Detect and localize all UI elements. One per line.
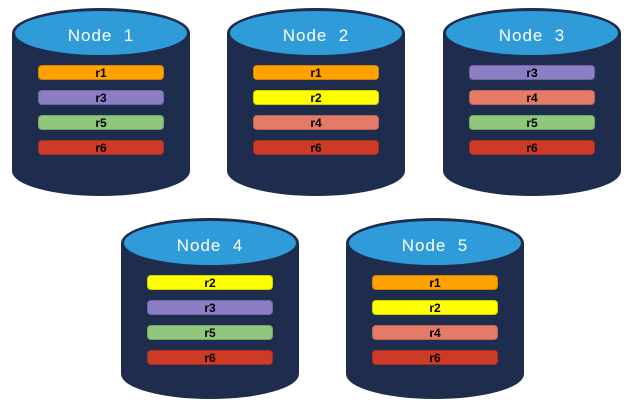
replica-r2-label: r2 xyxy=(204,275,216,290)
replica-r6-label: r6 xyxy=(526,140,538,155)
replica-r6-bar: r6 xyxy=(253,140,379,155)
replica-r3-label: r3 xyxy=(95,90,107,105)
node-1-replica-list: r1 r3 r5 r6 xyxy=(38,65,164,155)
node-5-cylinder: Node 5 r1 r2 r4 r6 xyxy=(346,218,524,399)
replica-r2-bar: r2 xyxy=(147,275,273,290)
replica-r1-label: r1 xyxy=(95,65,107,80)
replica-r5-bar: r5 xyxy=(469,115,595,130)
replica-r1-label: r1 xyxy=(429,275,441,290)
replica-r6-label: r6 xyxy=(429,350,441,365)
replica-r1-bar: r1 xyxy=(372,275,498,290)
node-2-cylinder: Node 2 r1 r2 r4 r6 xyxy=(227,8,405,196)
replica-r1-bar: r1 xyxy=(38,65,164,80)
node-1-title: Node 1 xyxy=(67,25,135,45)
replica-r6-bar: r6 xyxy=(372,350,498,365)
node-4-replica-list: r2 r3 r5 r6 xyxy=(147,275,273,365)
replica-r6-label: r6 xyxy=(95,140,107,155)
node-2-cylinder-top: Node 2 xyxy=(227,8,405,58)
node-1-cylinder: Node 1 r1 r3 r5 r6 xyxy=(12,8,190,196)
replica-r2-bar: r2 xyxy=(372,300,498,315)
replica-r4-bar: r4 xyxy=(253,115,379,130)
node-4-cylinder: Node 4 r2 r3 r5 r6 xyxy=(121,218,299,399)
replica-r6-label: r6 xyxy=(310,140,322,155)
replica-r3-label: r3 xyxy=(204,300,216,315)
node-2-title: Node 2 xyxy=(282,25,350,45)
replica-r6-label: r6 xyxy=(204,350,216,365)
replica-r2-label: r2 xyxy=(429,300,441,315)
replica-r1-bar: r1 xyxy=(253,65,379,80)
replica-r5-label: r5 xyxy=(204,325,216,340)
replica-r5-label: r5 xyxy=(526,115,538,130)
replica-r5-label: r5 xyxy=(95,115,107,130)
replica-r3-label: r3 xyxy=(526,65,538,80)
node-5-title: Node 5 xyxy=(401,235,469,255)
node-3-cylinder: Node 3 r3 r4 r5 r6 xyxy=(443,8,621,196)
node-4-title: Node 4 xyxy=(176,235,244,255)
replica-r3-bar: r3 xyxy=(38,90,164,105)
replica-r6-bar: r6 xyxy=(469,140,595,155)
replica-r2-bar: r2 xyxy=(253,90,379,105)
replica-r4-label: r4 xyxy=(310,115,322,130)
node-5-cylinder-top: Node 5 xyxy=(346,218,524,268)
node-3-cylinder-top: Node 3 xyxy=(443,8,621,58)
node-4-cylinder-top: Node 4 xyxy=(121,218,299,268)
replica-r3-bar: r3 xyxy=(469,65,595,80)
replica-r4-label: r4 xyxy=(526,90,538,105)
replica-r6-bar: r6 xyxy=(147,350,273,365)
node-3-replica-list: r3 r4 r5 r6 xyxy=(469,65,595,155)
node-5-replica-list: r1 r2 r4 r6 xyxy=(372,275,498,365)
replica-r1-label: r1 xyxy=(310,65,322,80)
node-3-title: Node 3 xyxy=(498,25,566,45)
replica-r6-bar: r6 xyxy=(38,140,164,155)
replica-r3-bar: r3 xyxy=(147,300,273,315)
replica-r4-label: r4 xyxy=(429,325,441,340)
replica-r2-label: r2 xyxy=(310,90,322,105)
replica-r4-bar: r4 xyxy=(469,90,595,105)
replica-r5-bar: r5 xyxy=(38,115,164,130)
node-1-cylinder-top: Node 1 xyxy=(12,8,190,58)
replica-r5-bar: r5 xyxy=(147,325,273,340)
replica-r4-bar: r4 xyxy=(372,325,498,340)
node-2-replica-list: r1 r2 r4 r6 xyxy=(253,65,379,155)
